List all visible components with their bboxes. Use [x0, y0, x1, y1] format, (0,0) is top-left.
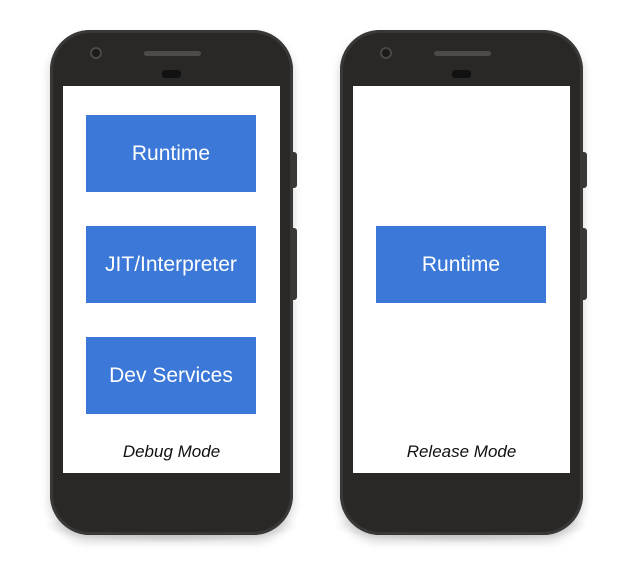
dev-services-block: Dev Services: [86, 337, 256, 414]
speaker-grille: [144, 51, 201, 56]
proximity-sensor: [452, 70, 471, 78]
speaker-grille: [434, 51, 491, 56]
debug-mode-label: Debug Mode: [122, 442, 221, 461]
power-button: [292, 152, 297, 188]
runtime-block: Runtime: [376, 226, 546, 303]
runtime-block: Runtime: [86, 115, 256, 192]
camera-icon: [92, 49, 100, 57]
release-mode-label: Release Mode: [406, 442, 517, 461]
volume-button: [582, 228, 587, 300]
camera-icon: [382, 49, 390, 57]
power-button: [582, 152, 587, 188]
debug-screen: Runtime JIT/Interpreter Dev Services Deb…: [63, 86, 280, 473]
volume-button: [292, 228, 297, 300]
release-phone: Runtime Release Mode: [340, 30, 587, 535]
debug-phone: Runtime JIT/Interpreter Dev Services Deb…: [50, 30, 297, 535]
jit-interpreter-block: JIT/Interpreter: [86, 226, 256, 303]
proximity-sensor: [162, 70, 181, 78]
release-screen: Runtime Release Mode: [353, 86, 570, 473]
